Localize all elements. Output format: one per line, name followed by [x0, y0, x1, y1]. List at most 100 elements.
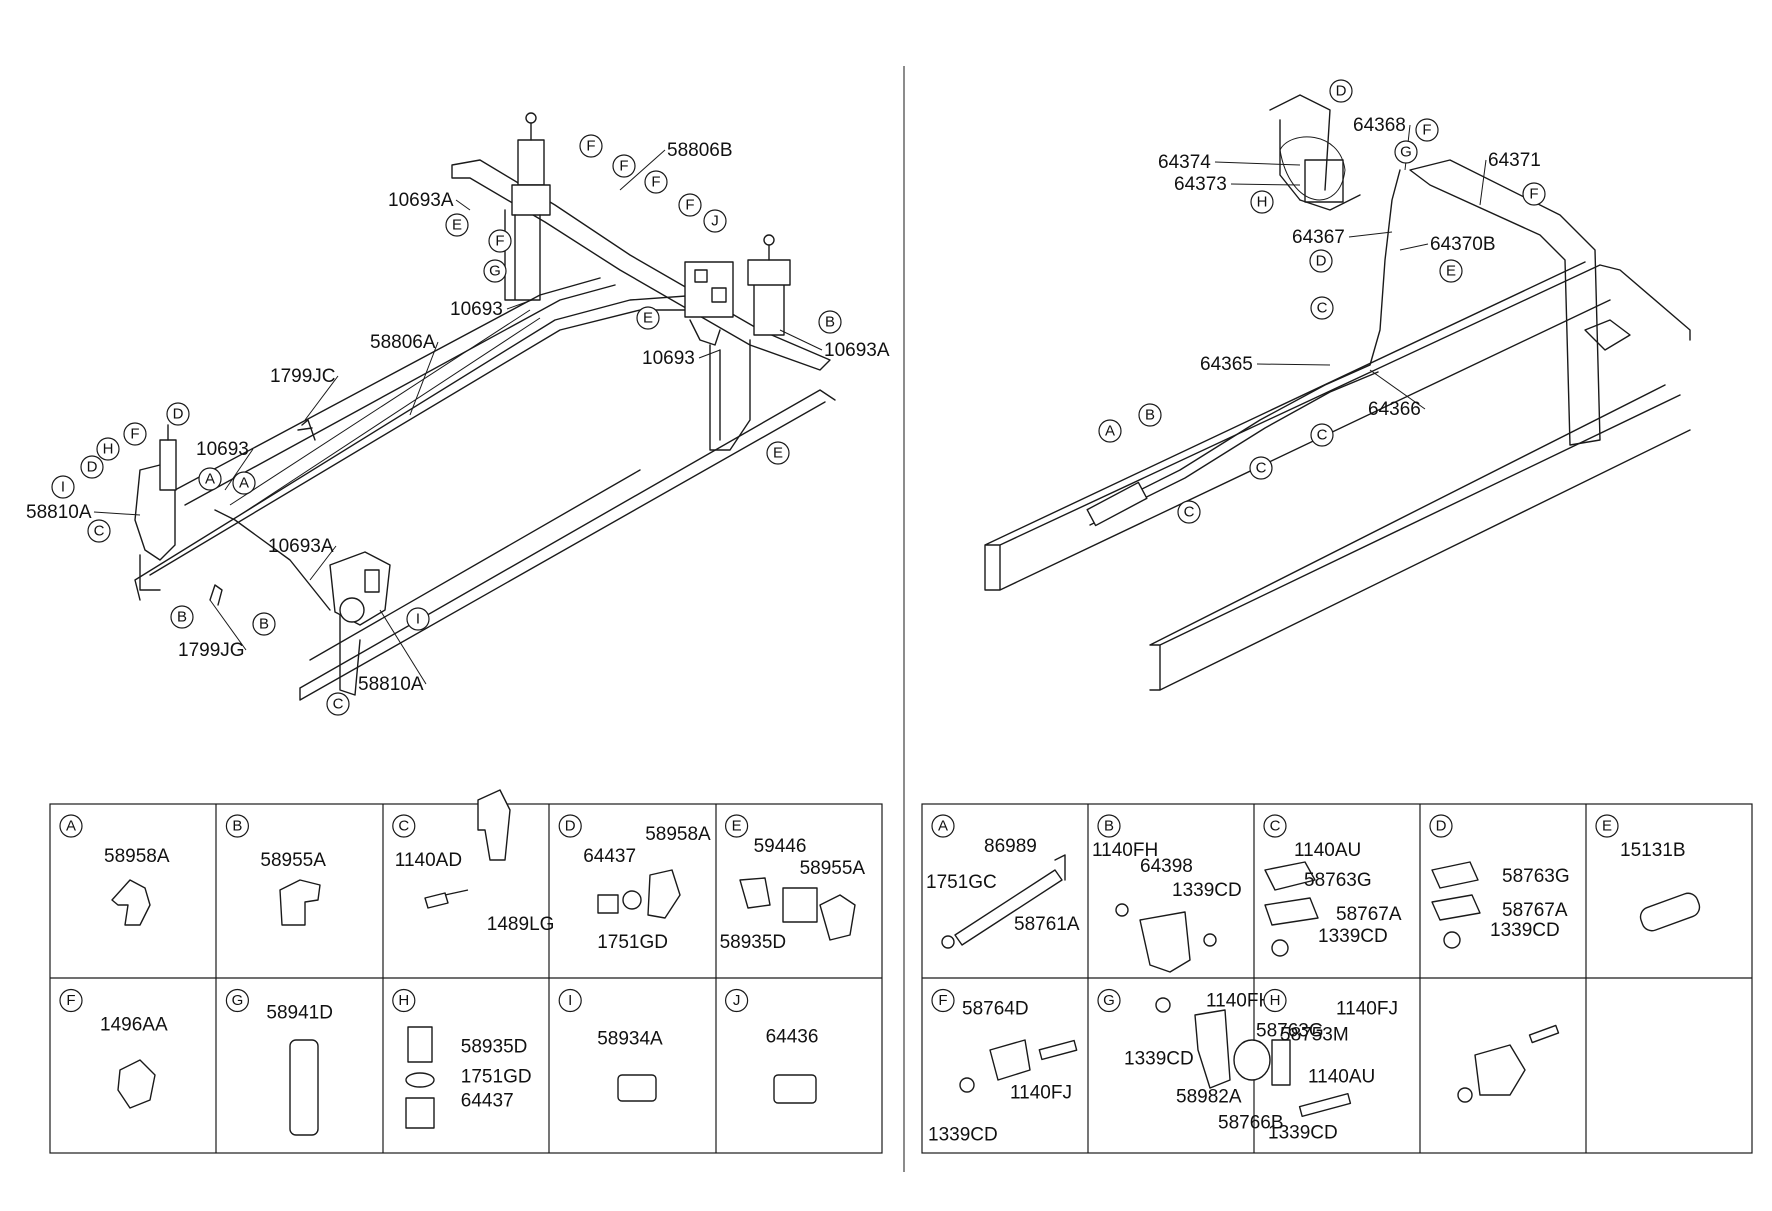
- right-letter-marker: C: [1310, 423, 1334, 447]
- sketch-58767a-c: [1264, 897, 1319, 926]
- left-letter-marker: F: [123, 422, 147, 446]
- left-letter-marker: F: [612, 154, 636, 178]
- part-number-58958a: 58958A: [104, 846, 170, 867]
- cell-letter: A: [938, 818, 948, 835]
- cell-letter-circle: [724, 814, 749, 838]
- sketch-58763g-d: [1431, 861, 1479, 889]
- callout-10693: 10693: [196, 439, 249, 460]
- leader-l11: [209, 599, 247, 651]
- part-number-1489lg: 1489LG: [487, 914, 555, 935]
- part-number-58941d: 58941D: [266, 1003, 333, 1024]
- letter-text: B: [177, 609, 187, 626]
- letter-text: C: [94, 523, 105, 540]
- letter-circle: [1249, 456, 1273, 480]
- cell-letter-circle: [1263, 988, 1287, 1013]
- part-number-1339cd: 1339CD: [1124, 1049, 1194, 1070]
- leader-l8: [698, 349, 721, 359]
- leader-l2: [619, 149, 666, 191]
- callout-58810a: 58810A: [26, 502, 92, 523]
- sketch-58982a: [1233, 1039, 1271, 1081]
- part-number-1140au: 1140AU: [1308, 1067, 1375, 1088]
- sketch-58958a: [111, 879, 151, 926]
- sketch-1339cd-d: [1443, 931, 1461, 949]
- part-number-58763g: 58763G: [1502, 866, 1570, 887]
- sketch-64437-d: [597, 894, 619, 914]
- leader-l7: [779, 329, 823, 351]
- part-number-58934a: 58934A: [597, 1029, 663, 1050]
- cell-letter-circle: [558, 814, 582, 838]
- left-letter-marker: E: [445, 213, 469, 237]
- callout-64368: 64368: [1353, 115, 1406, 136]
- letter-text: C: [1317, 427, 1328, 444]
- letter-circle: [1415, 118, 1439, 142]
- right-letter-marker: G: [1394, 140, 1418, 164]
- callout-64366: 64366: [1368, 399, 1421, 420]
- part-number-58955a: 58955A: [800, 858, 866, 879]
- part-number-1140fh: 1140FH: [1206, 991, 1272, 1012]
- left-letter-marker: D: [80, 455, 104, 479]
- left-letter-marker: F: [579, 134, 603, 158]
- cell-letter: I: [568, 992, 572, 1009]
- cell-letter: A: [66, 818, 76, 835]
- letter-text: A: [205, 471, 215, 488]
- sketch-58761a: [1054, 854, 1066, 881]
- cell-letter: D: [565, 818, 576, 835]
- letter-text: F: [651, 174, 660, 191]
- part-number-64437: 64437: [583, 846, 636, 867]
- left-letter-marker: C: [326, 692, 350, 716]
- part-number-64398: 64398: [1140, 856, 1193, 877]
- letter-circle: [818, 310, 842, 334]
- leader-l5: [304, 375, 339, 421]
- left-letter-marker: D: [166, 402, 190, 426]
- letter-circle: [644, 170, 668, 194]
- letter-text: F: [1422, 122, 1431, 139]
- letter-text: F: [1529, 186, 1538, 203]
- right-brake-pipe-secondary: [1089, 371, 1379, 526]
- right-letter-marker: C: [1310, 296, 1334, 320]
- leader-l1: [455, 199, 471, 211]
- part-number-1140fh: 1140FH: [1092, 840, 1158, 861]
- sketch-1140fj-f: [1038, 1039, 1078, 1061]
- letter-circle: [579, 134, 603, 158]
- part-number-1339cd: 1339CD: [928, 1125, 998, 1146]
- left-letter-marker: I: [51, 475, 75, 499]
- letter-circle: [198, 467, 222, 491]
- letter-text: E: [643, 310, 653, 327]
- callout-10693a: 10693A: [824, 340, 890, 361]
- cell-letter: G: [1103, 992, 1115, 1009]
- letter-text: G: [1400, 144, 1412, 161]
- letter-text: F: [619, 158, 628, 175]
- sketch-58763g-g: [1194, 1009, 1231, 1089]
- left-letter-marker: B: [170, 605, 194, 629]
- left-frame-rail-front: [134, 294, 706, 601]
- sketch-1140fh-b: [1115, 903, 1129, 917]
- part-number-58958a: 58958A: [645, 824, 711, 845]
- sketch-58764d: [989, 1039, 1031, 1081]
- sketch-58955a: [279, 879, 321, 926]
- part-number-59446: 59446: [754, 836, 807, 857]
- right-letter-marker: E: [1439, 259, 1463, 283]
- sketch-58955a-e: [819, 894, 856, 941]
- sketch-1140au-g: [1298, 1092, 1352, 1118]
- callout-58806b: 58806B: [667, 140, 733, 161]
- cell-letter: B: [232, 818, 242, 835]
- callout-58806a: 58806A: [370, 332, 436, 353]
- right-letter-marker: H: [1250, 190, 1274, 214]
- left-letter-marker: A: [198, 467, 222, 491]
- left-letter-marker: C: [87, 519, 111, 543]
- clip-1799jg-shape: [209, 584, 223, 606]
- cell-letter-circle: [1263, 814, 1287, 838]
- letter-circle: [1310, 423, 1334, 447]
- callout-64373: 64373: [1174, 174, 1227, 195]
- part-number-58982a: 58982A: [1176, 1087, 1242, 1108]
- letter-text: D: [1336, 83, 1347, 100]
- sketch-1339cd-f: [959, 1077, 975, 1093]
- cell-letter-circle: [59, 988, 83, 1013]
- sketch-58763g-c: [1264, 861, 1316, 891]
